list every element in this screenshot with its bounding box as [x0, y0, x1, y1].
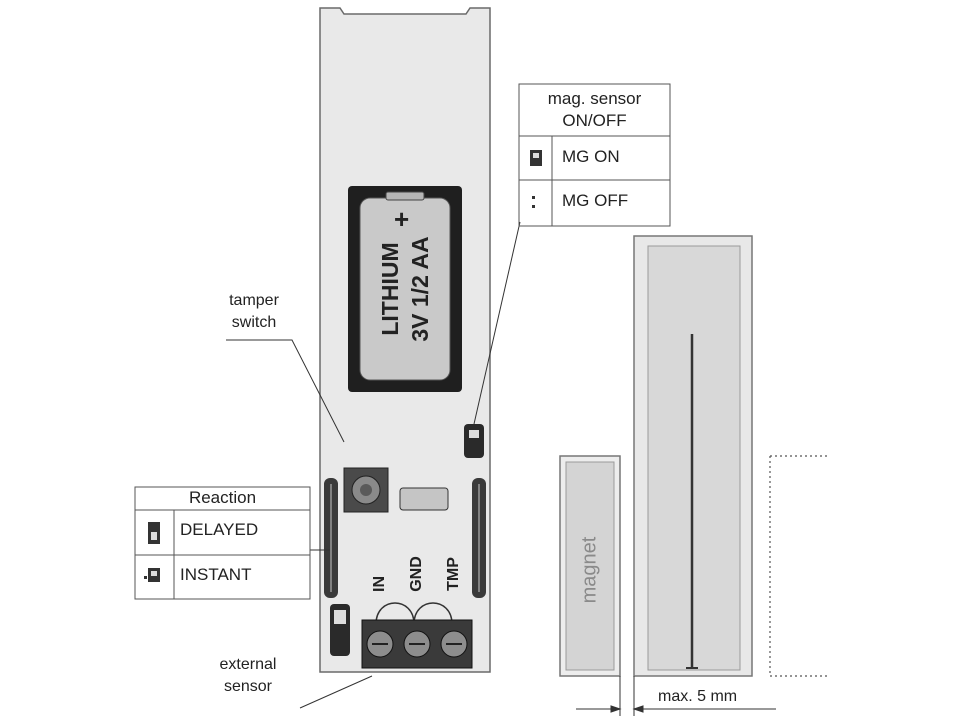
dotted-bracket [769, 455, 828, 677]
terminal-block [361, 619, 473, 669]
mag-sensor-header: mag. sensor ON/OFF [519, 88, 670, 132]
reaction-jumper [330, 604, 350, 656]
battery-line1: LITHIUM [377, 242, 403, 336]
tamper-line2: switch [231, 314, 277, 331]
tamper-switch [343, 467, 389, 513]
delayed-label: DELAYED [180, 520, 259, 539]
mag-header-line2: ON/OFF [562, 111, 627, 130]
gap-dimension [576, 676, 776, 716]
terminal-in-text: IN [371, 576, 388, 592]
terminal-gnd-text: GND [408, 556, 425, 592]
mag-header-line1: mag. sensor [547, 89, 642, 108]
external-line1: external [219, 656, 277, 673]
mag-sensor-jumper [464, 424, 484, 458]
terminal-tmp-text: TMP [445, 557, 462, 591]
leader-lines [226, 221, 521, 709]
mg-off-label: MG OFF [562, 191, 629, 210]
instant-icon [144, 568, 160, 582]
tamper-switch-label: tamper switch [208, 290, 300, 334]
gap-label: max. 5 mm [658, 688, 738, 705]
mg-on-label: MG ON [562, 147, 620, 166]
mg-on-icon [530, 150, 542, 166]
external-sensor-label: external sensor [200, 654, 296, 698]
magnet [559, 455, 621, 677]
external-line2: sensor [223, 678, 273, 695]
reed-switch-left [324, 478, 338, 598]
battery-line2: 3V 1/2 AA [407, 236, 433, 342]
battery [348, 186, 462, 392]
reaction-header: Reaction [188, 488, 257, 507]
tamper-line1: tamper [229, 292, 279, 309]
detector-side-view [633, 235, 753, 677]
instant-label: INSTANT [180, 565, 252, 584]
reaction-table [134, 486, 311, 600]
resistor-component [399, 487, 449, 511]
terminal-wire-loops [375, 602, 453, 625]
battery-plus: + [394, 204, 410, 234]
delayed-icon [148, 522, 160, 544]
reed-switch-right [472, 478, 486, 598]
mag-sensor-table [518, 83, 671, 227]
magnet-text: magnet [578, 536, 601, 604]
mg-off-icon [532, 196, 535, 208]
